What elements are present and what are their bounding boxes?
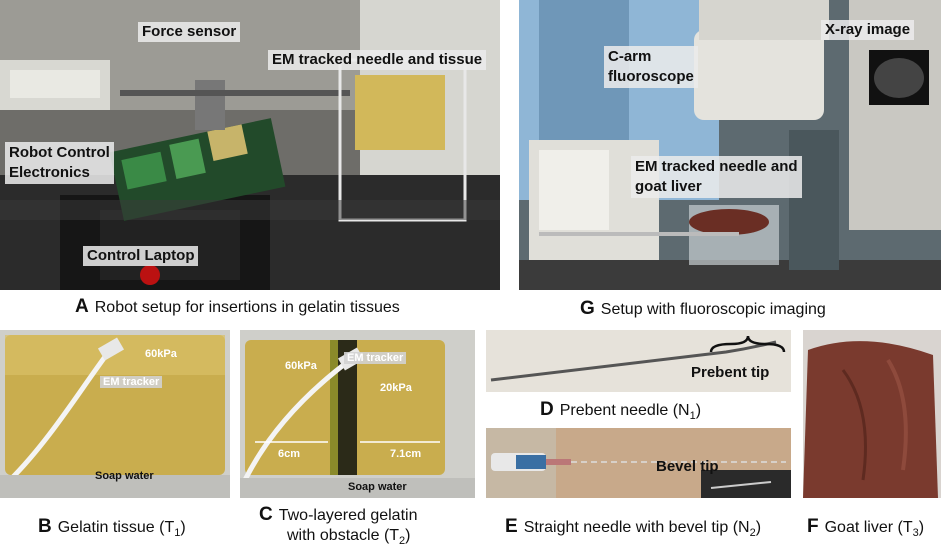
caption-d-sub: 1: [689, 410, 696, 423]
label-prebent-tip: Prebent tip: [691, 364, 770, 381]
label-em-tracker-b: EM tracker: [100, 376, 163, 388]
caption-d-text: Prebent needle (N: [559, 402, 690, 419]
caption-d-end: ): [695, 402, 702, 419]
caption-f-sub: 3: [912, 527, 919, 540]
prebent-needle-photo: [486, 330, 791, 392]
label-robot-control-line2: Electronics: [9, 164, 90, 181]
panel-f-photo: [803, 330, 941, 498]
panel-c-photo: 60kPa 20kPa EM tracker 6cm 7.1cm Soap wa…: [240, 330, 475, 498]
caption-b-letter: B: [38, 516, 52, 537]
label-xray-image: X-ray image: [821, 20, 915, 40]
caption-c-sub: 2: [399, 535, 406, 548]
caption-g-text: Setup with fluoroscopic imaging: [600, 301, 826, 318]
label-control-laptop: Control Laptop: [83, 246, 199, 266]
caption-g-letter: G: [580, 298, 595, 319]
panel-b-photo: 60kPa EM tracker Soap water: [0, 330, 230, 498]
caption-e-letter: E: [505, 516, 518, 537]
label-soap-water-b: Soap water: [95, 470, 154, 482]
caption-c: C Two-layered gelatin with obstacle (T2): [259, 505, 417, 551]
label-60kpa-c: 60kPa: [285, 360, 317, 372]
caption-d: D Prebent needle (N1): [540, 399, 701, 422]
caption-e-sub: 2: [749, 527, 756, 540]
label-carm-line2: fluoroscope: [608, 68, 694, 85]
caption-a-text: Robot setup for insertions in gelatin ti…: [94, 299, 400, 316]
caption-c-text1: Two-layered gelatin: [278, 507, 418, 524]
caption-c-letter: C: [259, 504, 273, 525]
panel-g-photo: C-arm fluoroscope X-ray image EM tracked…: [519, 0, 941, 290]
caption-f-text: Goat liver (T: [824, 519, 913, 536]
label-carm-line1: C-arm: [608, 48, 652, 65]
label-7-1cm: 7.1cm: [390, 448, 422, 460]
label-carm-fluoroscope: C-arm fluoroscope: [604, 46, 698, 88]
caption-a: A Robot setup for insertions in gelatin t…: [75, 296, 400, 318]
goat-liver-photo: [803, 330, 941, 498]
caption-f: F Goat liver (T3): [807, 516, 924, 539]
caption-c-line2: with obstacle (T2): [259, 526, 417, 551]
robot-setup-photo: [0, 0, 500, 290]
caption-b-text: Gelatin tissue (T: [57, 519, 175, 536]
panel-e-photo: Bevel tip: [486, 428, 791, 498]
label-soap-water-c: Soap water: [348, 481, 407, 493]
label-bevel-tip: Bevel tip: [656, 458, 719, 475]
caption-b-end: ): [180, 519, 186, 536]
caption-b: B Gelatin tissue (T1): [38, 516, 186, 539]
label-em-liver-line2: goat liver: [635, 178, 702, 195]
caption-f-end: ): [918, 519, 925, 536]
label-force-sensor: Force sensor: [138, 22, 241, 42]
label-em-tracker-c: EM tracker: [344, 352, 407, 364]
caption-e: E Straight needle with bevel tip (N2): [505, 516, 761, 539]
label-6cm: 6cm: [278, 448, 301, 460]
caption-e-text: Straight needle with bevel tip (N: [523, 519, 750, 536]
label-em-liver-line1: EM tracked needle and: [635, 158, 798, 175]
caption-f-letter: F: [807, 516, 819, 537]
caption-b-sub: 1: [174, 527, 181, 540]
caption-a-letter: A: [75, 296, 89, 317]
caption-c-text2: with obstacle (T: [287, 527, 400, 544]
caption-c-end: ): [405, 527, 411, 544]
caption-d-letter: D: [540, 399, 554, 420]
label-em-tracked-needle-tissue: EM tracked needle and tissue: [268, 50, 487, 70]
label-robot-control-electronics: Robot Control Electronics: [5, 142, 114, 184]
panel-a-photo: Force sensor EM tracked needle and tissu…: [0, 0, 500, 290]
bevel-needle-photo: [486, 428, 791, 498]
fluoroscopy-setup-photo: [519, 0, 941, 290]
caption-g: G Setup with fluoroscopic imaging: [580, 298, 826, 320]
panel-d-photo: Prebent tip: [486, 330, 791, 392]
label-20kpa-c: 20kPa: [380, 382, 412, 394]
label-em-tracked-goat-liver: EM tracked needle and goat liver: [631, 156, 802, 198]
caption-e-end: ): [755, 519, 762, 536]
label-60kpa-b: 60kPa: [145, 348, 177, 360]
label-robot-control-line1: Robot Control: [9, 144, 110, 161]
gelatin-tissue-photo: [0, 330, 230, 498]
caption-c-line1: C Two-layered gelatin: [259, 505, 417, 526]
